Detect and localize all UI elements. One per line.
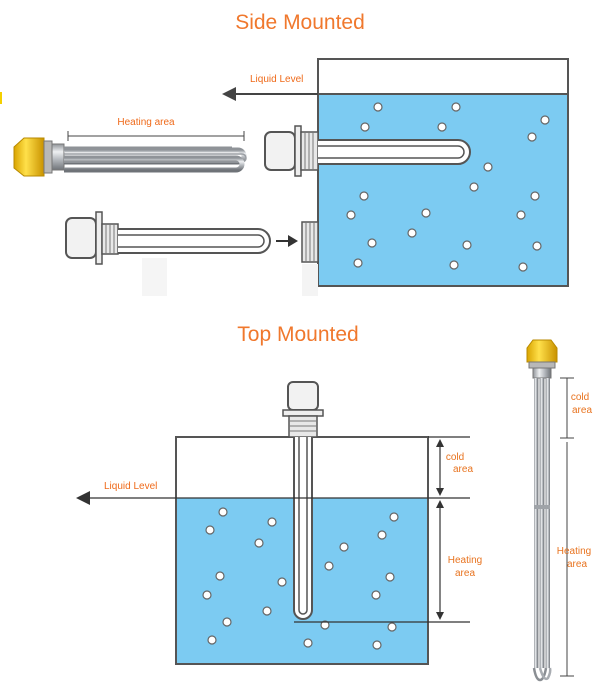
- photo-cold-label-1: cold: [571, 392, 589, 403]
- side-tank-outline: [317, 58, 569, 287]
- faint-shadow-2: [302, 264, 318, 296]
- top-heating-label-2: area: [455, 568, 475, 579]
- vertical-heater-dimension: [560, 377, 574, 677]
- side-installed-heater: [264, 125, 471, 177]
- top-cold-area-arrow: [436, 439, 444, 496]
- photo-cold-label-2: area: [572, 405, 592, 416]
- photo-heating-label-1: Heating: [557, 546, 591, 557]
- insert-arrow: [276, 235, 298, 247]
- side-liquid-level-label: Liquid Level: [250, 74, 303, 85]
- side-liquid-level-arrow: [222, 87, 318, 101]
- side-heating-area-dimension: [67, 131, 245, 141]
- edge-mark: [0, 92, 2, 104]
- top-mounted-title: Top Mounted: [237, 323, 358, 346]
- top-cold-label-1: cold: [446, 452, 464, 463]
- side-flange-port: [301, 221, 319, 263]
- top-bubbles: [202, 507, 399, 650]
- top-heating-label-1: Heating: [448, 555, 482, 566]
- top-installed-heater: [282, 381, 324, 620]
- top-liquid-level-arrow: [76, 491, 90, 505]
- top-dimension-lines: [80, 436, 470, 623]
- side-tank: [317, 58, 569, 287]
- photo-heating-label-2: area: [567, 559, 587, 570]
- top-liquid-level-label: Liquid Level: [104, 481, 157, 492]
- top-heating-area-arrow: [436, 500, 444, 620]
- side-heater-photo: [13, 137, 247, 177]
- side-heating-area-label: Heating area: [117, 117, 175, 128]
- side-heater-outline: [65, 211, 271, 265]
- faint-shadow: [142, 258, 167, 296]
- top-cold-label-2: area: [453, 464, 473, 475]
- vertical-heater-photo: [526, 339, 558, 682]
- side-mounted-title: Side Mounted: [235, 11, 365, 34]
- side-bubbles: [346, 102, 550, 272]
